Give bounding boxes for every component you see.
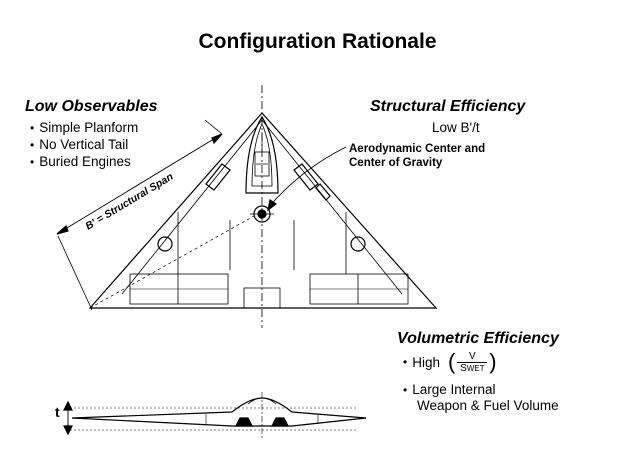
- volumetric-large-line1: Large Internal: [412, 382, 496, 397]
- thickness-arrowhead: [63, 400, 73, 411]
- inlet-right: [293, 163, 319, 191]
- inner-edge-left: [121, 119, 263, 295]
- bullet-icon: •: [30, 138, 35, 152]
- volumetric-large-line2: Weapon & Fuel Volume: [417, 398, 559, 413]
- structural-efficiency-subtitle: Low B'/t: [432, 120, 480, 135]
- span-to-cg-dashed: [89, 215, 255, 309]
- span-extension: [57, 235, 93, 311]
- callout-line: Center of Gravity: [349, 157, 443, 169]
- volumetric-efficiency-heading: Volumetric Efficiency: [397, 330, 559, 347]
- low-observables-item: • Buried Engines: [30, 154, 131, 169]
- low-observables-heading: Low Observables: [25, 98, 158, 115]
- fraction-bar: [457, 361, 488, 363]
- left-paren-icon: (: [447, 349, 456, 374]
- bullet-icon: •: [30, 155, 35, 169]
- bullet-icon: •: [403, 355, 408, 369]
- aero-center-callout: Aerodynamic Center and Center of Gravity: [349, 142, 485, 170]
- callout-leader: [267, 146, 347, 209]
- profile-engine-left: [235, 417, 253, 427]
- callout-line: Aerodynamic Center and: [349, 143, 486, 155]
- wing-vent: [315, 183, 331, 201]
- canopy-outline: [245, 115, 279, 194]
- profile-body: [71, 397, 367, 427]
- thickness-arrowhead: [63, 425, 73, 436]
- volume-ratio-fraction: V SWET: [457, 350, 488, 374]
- inner-edge-right: [261, 119, 403, 295]
- bay-center: [243, 287, 281, 309]
- thickness-label: t: [55, 404, 60, 420]
- volumetric-high-item: • High ( V SWET ): [403, 349, 497, 375]
- page-title: Configuration Rationale: [198, 30, 437, 53]
- span-arrowhead: [56, 224, 69, 235]
- span-extension: [204, 119, 223, 135]
- ratio-denominator: SWET: [460, 363, 484, 374]
- low-observables-item-label: Simple Planform: [39, 120, 139, 135]
- span-label: B' = Structural Span: [83, 171, 175, 233]
- low-observables-item-label: Buried Engines: [39, 154, 131, 169]
- volumetric-high-label: High: [412, 354, 440, 370]
- volumetric-large-item: • Large Internal: [403, 382, 496, 397]
- bullet-icon: •: [30, 121, 35, 135]
- low-observables-item: • Simple Planform: [30, 120, 138, 135]
- bullet-icon: •: [403, 383, 408, 397]
- callout-arrowhead: [267, 199, 278, 212]
- wing-port-left: [157, 236, 173, 252]
- canopy-frame: [251, 123, 273, 187]
- span-dimension-line: [56, 133, 223, 235]
- low-observables-item-label: No Vertical Tail: [39, 137, 129, 152]
- structural-efficiency-heading: Structural Efficiency: [370, 98, 526, 115]
- right-paren-icon: ): [489, 349, 497, 374]
- profile-engine-right: [271, 417, 289, 427]
- ratio-denominator-letter: S: [460, 362, 467, 374]
- inlet-left: [205, 163, 231, 191]
- ratio-denominator-subscript: WET: [466, 363, 485, 373]
- ratio-numerator: V: [468, 350, 476, 362]
- low-observables-item: • No Vertical Tail: [30, 137, 128, 152]
- wing-port-right: [350, 236, 366, 252]
- span-arrowhead: [211, 133, 223, 145]
